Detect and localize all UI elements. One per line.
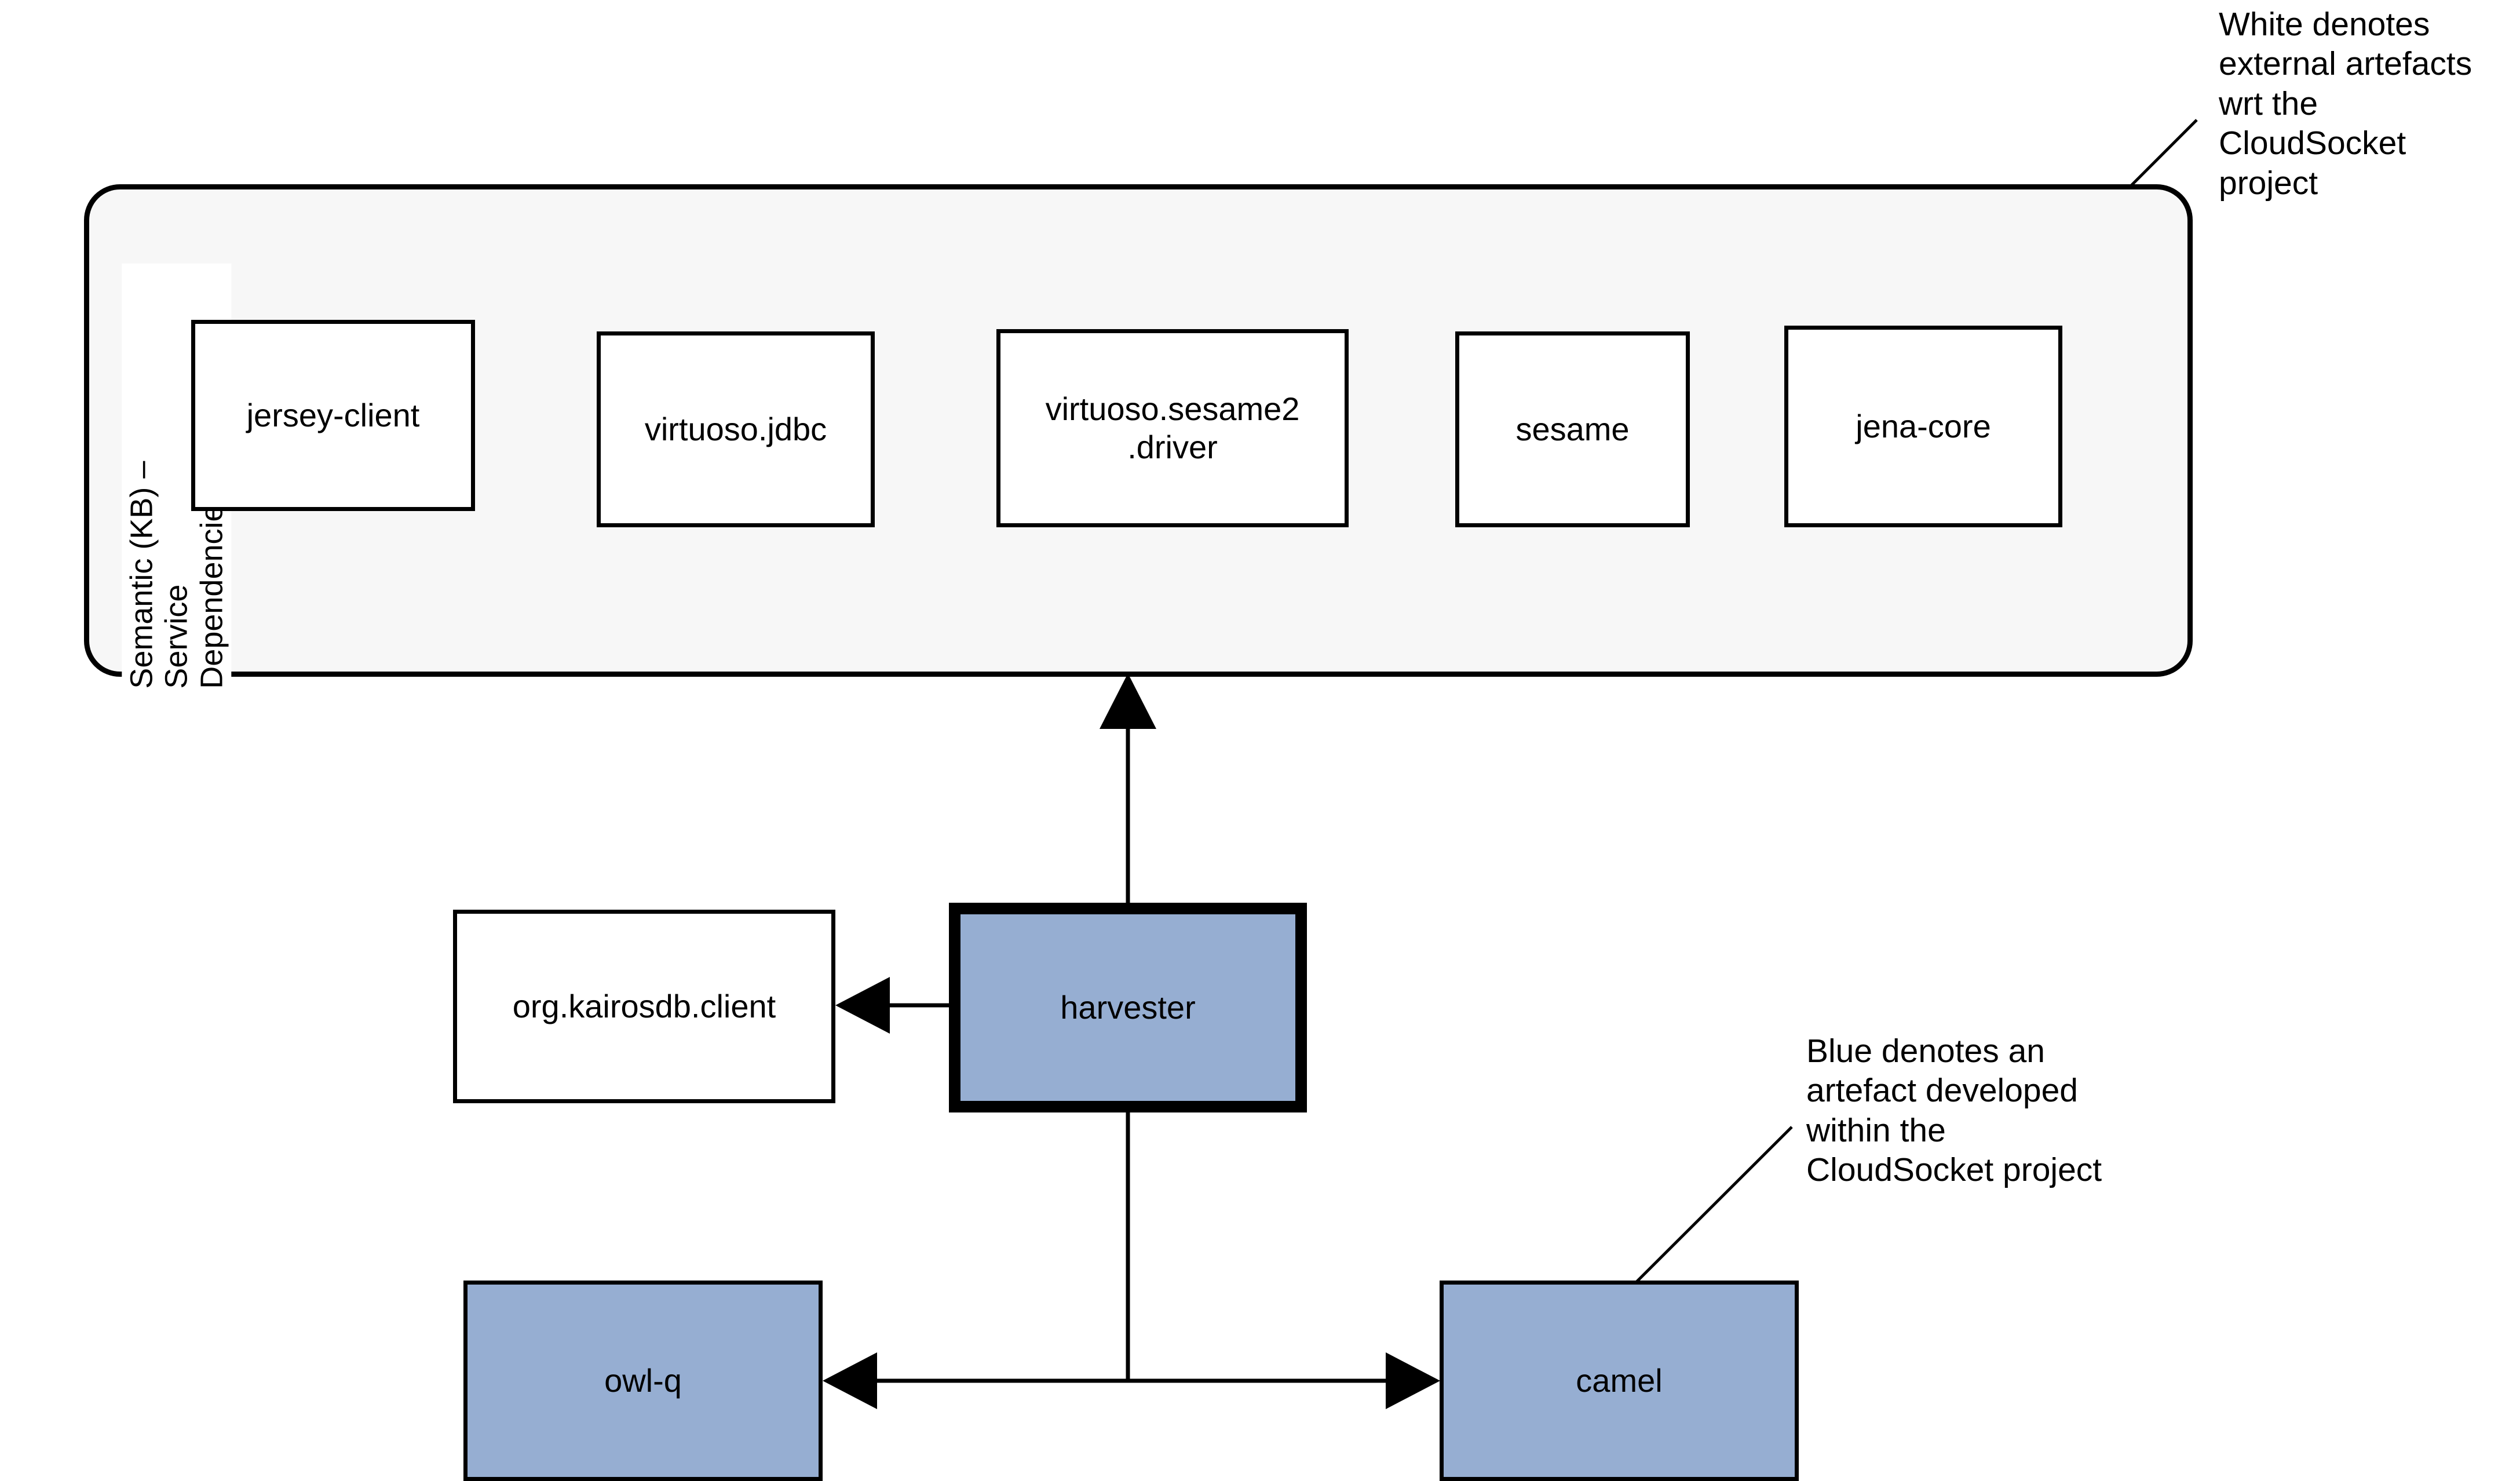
node-org-kairosdb-client[interactable]: org.kairosdb.client bbox=[453, 910, 835, 1103]
node-harvester[interactable]: harvester bbox=[949, 903, 1307, 1112]
edge-owlq-camel-bidirectional bbox=[823, 1352, 1440, 1409]
node-sesame[interactable]: sesame bbox=[1455, 331, 1690, 527]
edge-harvester-to-kairosdb bbox=[835, 977, 949, 1034]
edge-harvester-to-semantic-kb bbox=[1100, 673, 1156, 903]
node-jersey-client[interactable]: jersey-client bbox=[191, 320, 475, 511]
legend-internal-note: Blue denotes an artefact developed withi… bbox=[1806, 1033, 2102, 1189]
legend-external-note: White denotes external artefacts wrt the… bbox=[2219, 6, 2472, 202]
node-jena-core[interactable]: jena-core bbox=[1784, 326, 2062, 527]
node-owl-q[interactable]: owl-q bbox=[463, 1281, 823, 1481]
node-virtuoso-jdbc[interactable]: virtuoso.jdbc bbox=[597, 331, 875, 527]
node-virtuoso-sesame2-driver[interactable]: virtuoso.sesame2 .driver bbox=[996, 329, 1349, 527]
node-camel[interactable]: camel bbox=[1440, 1281, 1799, 1481]
